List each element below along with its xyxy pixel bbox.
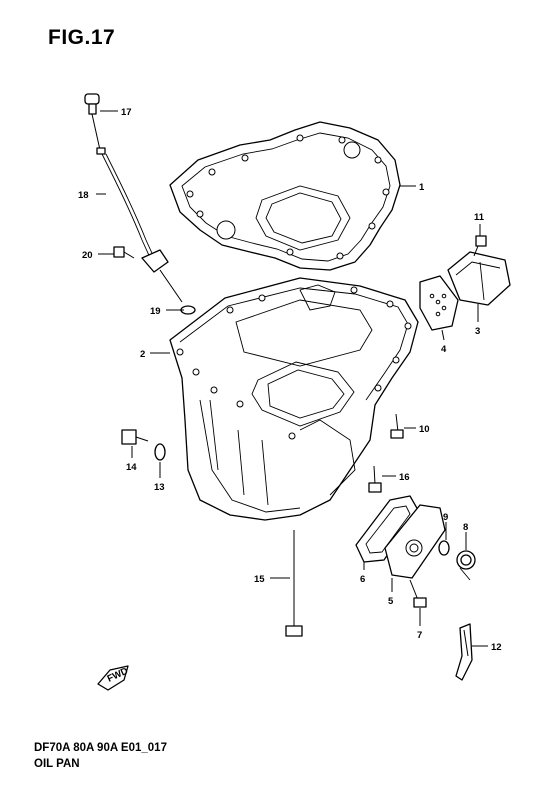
callout-17: 17: [121, 107, 132, 118]
callout-20: 20: [82, 250, 93, 261]
callout-14: 14: [126, 462, 137, 473]
part-2-oil-pan: [169, 277, 419, 521]
section-name: OIL PAN: [34, 758, 80, 770]
callout-6: 6: [360, 574, 365, 585]
part-18-dipstick-guide: [101, 153, 183, 303]
model-code: DF70A 80A 90A E01_017: [34, 742, 167, 754]
part-10-bolt: [390, 413, 404, 439]
callout-12: 12: [491, 642, 502, 653]
callout-3: 3: [475, 326, 480, 337]
part-20-bolt: [113, 246, 135, 259]
callout-5: 5: [388, 596, 394, 607]
callout-4: 4: [441, 344, 447, 355]
part-7-bolt: [409, 579, 427, 608]
callout-18: 18: [78, 190, 89, 201]
fwd-arrow-icon: FWD: [97, 665, 130, 691]
part-16-bolt: [368, 465, 382, 493]
part-17-dipstick: [84, 93, 106, 155]
part-4-strainer-gasket: [419, 275, 459, 331]
callout-15: 15: [254, 574, 265, 585]
callout-19: 19: [150, 306, 161, 317]
part-12-clip: [455, 623, 473, 681]
part-3-oil-strainer: [447, 251, 511, 306]
callout-13: 13: [154, 482, 165, 493]
callout-16: 16: [399, 472, 410, 483]
callout-1: 1: [419, 182, 425, 193]
leader-lines: [96, 110, 488, 647]
part-15-stud-bolt: [285, 530, 303, 637]
part-14-drain-bolt: [121, 429, 149, 445]
part-11-bolt: [473, 235, 487, 257]
part-8-plug: [456, 550, 476, 581]
part-5-cover: [384, 504, 446, 579]
part-1-gasket: [169, 121, 401, 271]
callout-7: 7: [417, 630, 422, 641]
part-9-o-ring: [438, 540, 450, 556]
part-13-washer: [154, 443, 166, 461]
callout-8: 8: [463, 522, 468, 533]
figure-title: FIG.17: [48, 26, 116, 49]
callout-10: 10: [419, 424, 430, 435]
callout-labels: 17 18 20 19 2 1 11 3 4 10 16 14 13 9 8 6…: [78, 107, 502, 653]
callout-11: 11: [474, 212, 485, 223]
callout-2: 2: [140, 349, 145, 360]
callout-9: 9: [443, 512, 448, 523]
